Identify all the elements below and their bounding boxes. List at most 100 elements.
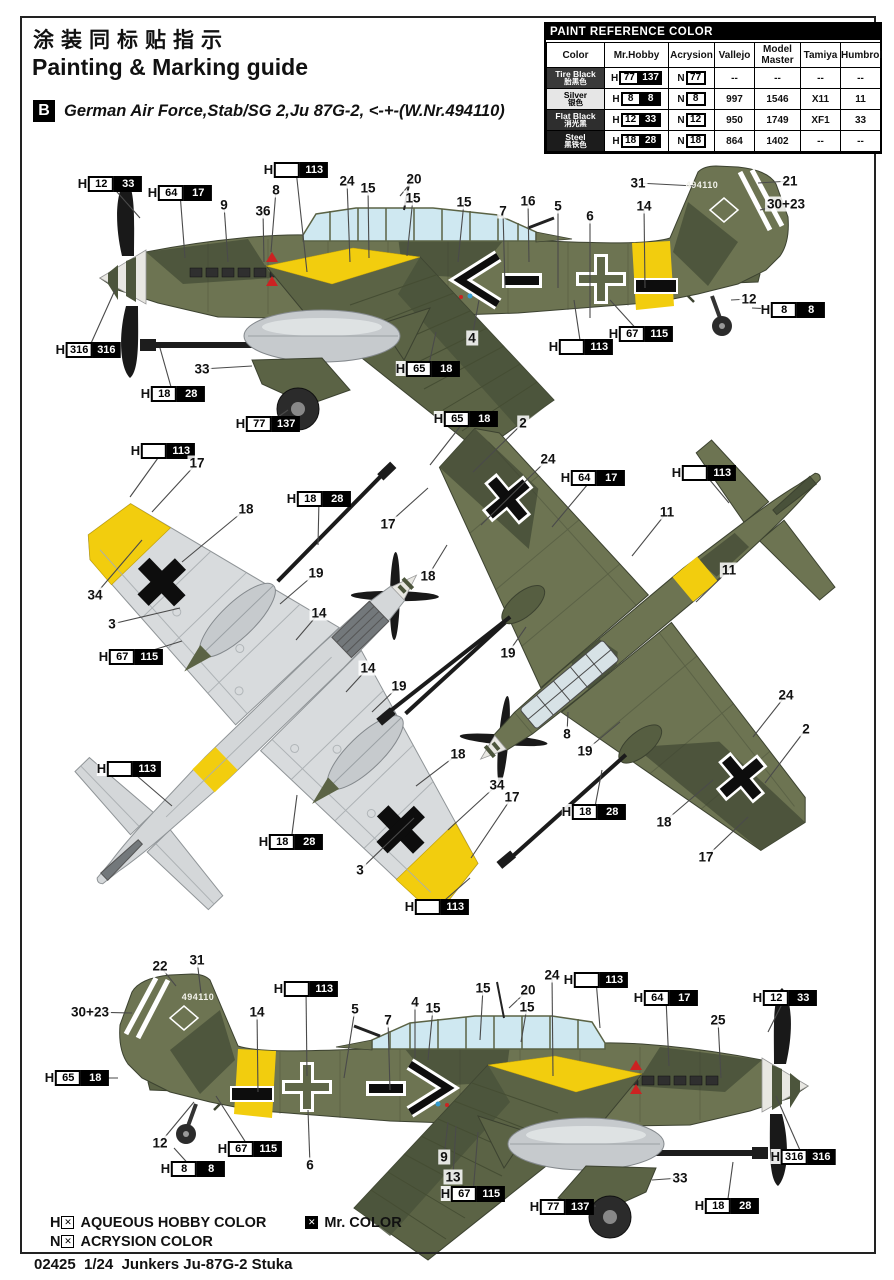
legend-aqueous-label: AQUEOUS HOBBY COLOR	[80, 1214, 267, 1231]
callout-number: 24	[337, 173, 357, 189]
callout-number: 8	[561, 726, 573, 742]
paint-number-cell: 11	[840, 88, 881, 110]
callout-number: 15	[517, 999, 537, 1015]
callout-number: 7	[382, 1012, 394, 1028]
callout-number: 15	[403, 190, 423, 206]
paint-table-column-header: Color	[546, 42, 605, 68]
paint-number-cell: 950	[714, 109, 755, 131]
paint-table-column-header: Model Master	[754, 42, 801, 68]
callout-number: 15	[454, 194, 474, 210]
callout-number: 30+23	[765, 196, 807, 212]
callout-number: 15	[473, 980, 493, 996]
callout-number: 14	[358, 660, 378, 676]
callout-number: 2	[800, 721, 812, 737]
callout-number: 2	[517, 415, 529, 431]
callout-number: 18	[448, 746, 468, 762]
tail-werknummer: 494110	[685, 180, 719, 190]
callout-number: 4	[466, 330, 478, 346]
legend-h-prefix: H	[50, 1214, 61, 1231]
callout-number: 11	[657, 504, 677, 520]
callout-number: 22	[150, 958, 170, 974]
callout-number: 5	[349, 1001, 361, 1017]
paint-table-column-header: Tamiya	[800, 42, 841, 68]
paint-number-cell: 997	[714, 88, 755, 110]
callout-number: 31	[187, 952, 207, 968]
scheme-heading: B German Air Force,Stab/SG 2,Ju 87G-2, <…	[33, 100, 505, 122]
callout-number: 19	[498, 645, 518, 661]
paint-number-cell: --	[754, 67, 801, 89]
callout-number: 9	[218, 197, 230, 213]
callout-number: 9	[438, 1149, 450, 1165]
page-border	[20, 16, 876, 1254]
callout-number: 34	[85, 587, 105, 603]
callout-number: 12	[150, 1135, 170, 1151]
callout-number: 17	[187, 455, 207, 471]
callout-number: 7	[497, 203, 509, 219]
paint-number-cell: XF1	[800, 109, 841, 131]
paint-table-column-header: Acrysion	[668, 42, 715, 68]
paint-number-cell: 864	[714, 130, 755, 152]
callout-number: 14	[309, 605, 329, 621]
callout-number: 18	[418, 568, 438, 584]
callout-number: 5	[552, 198, 564, 214]
callout-number: 8	[270, 182, 282, 198]
callout-number: 30+23	[69, 1004, 111, 1020]
scheme-description: German Air Force,Stab/SG 2,Ju 87G-2, <-+…	[64, 101, 505, 120]
callout-number: 25	[708, 1012, 728, 1028]
callout-number: 14	[634, 198, 654, 214]
callout-number: 13	[443, 1169, 463, 1185]
callout-number: 19	[389, 678, 409, 694]
color-system-legend: H ✕ AQUEOUS HOBBY COLOR ✕ Mr. COLOR N ✕ …	[50, 1213, 402, 1251]
paint-number-cell: X11	[800, 88, 841, 110]
paint-number-cell: --	[840, 67, 881, 89]
callout-number: 17	[378, 516, 398, 532]
